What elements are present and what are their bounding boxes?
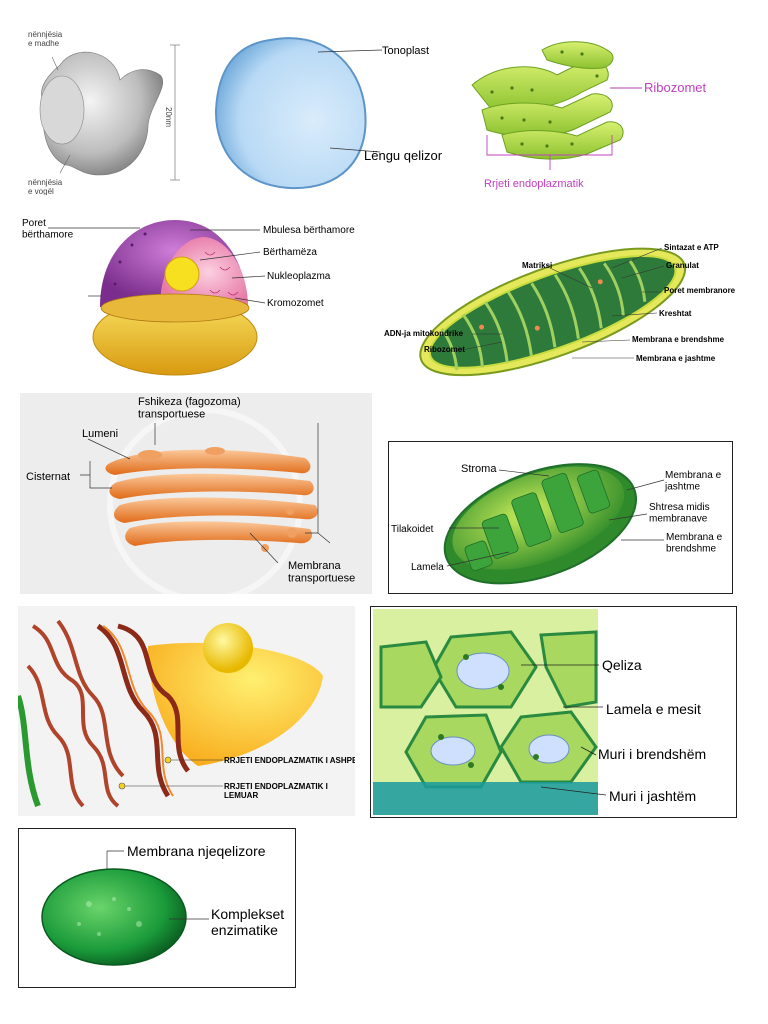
rough-er-shape: [96, 623, 191, 798]
er-nucleus-shape: [203, 623, 253, 673]
middle-lamella-label: Lamela e mesit: [606, 701, 701, 717]
thylakoids-label: Tilakoidet: [391, 524, 434, 535]
cristae-label: Kreshtat: [659, 309, 692, 318]
nucleolus-shape: [164, 256, 200, 292]
mitochondrion-diagram: Matriksi Sintazat e ATP Granulat Poret m…: [384, 243, 736, 377]
tonoplast-label: Tonoplast: [382, 45, 429, 57]
golgi-vesicle-label: Fshikeza (fagozoma)transportuese: [138, 396, 241, 421]
smooth-er-shape: [26, 619, 125, 808]
inner-membrane-label: Membrana e brendshme: [632, 335, 725, 344]
stroma-label: Stroma: [461, 463, 497, 475]
er-cell-panel: RRJETI ENDOPLAZMATIK I ASHPER RRJETI END…: [18, 606, 355, 816]
outer-membrane-label: Membrana e jashtme: [636, 354, 716, 363]
vacuole-diagram: Tonoplast Lëngu qelizor: [214, 37, 443, 190]
cisternae-label: Cisternat: [26, 471, 70, 483]
granules-label: Granulat: [666, 261, 699, 270]
ribosome-size-label: 20nm: [164, 107, 173, 127]
nucleoplasm-label: Nukleoplazma: [267, 271, 331, 282]
rough-er-label: RRJETI ENDOPLAZMATIK I ASHPER: [224, 756, 355, 765]
plant-tissue-panel: Qeliza Lamela e mesit Muri i brendshëm M…: [370, 606, 737, 818]
mito-ribosomes-label: Ribozomet: [424, 345, 465, 354]
chromosomes-label: Kromozomet: [267, 298, 324, 309]
atp-synthase-label: Sintazat e ATP: [664, 243, 719, 252]
er-top-diagram: Ribozomet Rrjeti endoplazmatik: [471, 41, 707, 190]
vacuole-panel: Tonoplast Lëngu qelizor: [210, 30, 450, 195]
er-top-panel: Ribozomet Rrjeti endoplazmatik: [462, 30, 742, 200]
membrane-pores-label: Poret membranore: [664, 286, 736, 295]
golgi-stack: [105, 447, 318, 552]
er-cell-diagram: RRJETI ENDOPLAZMATIK I ASHPER RRJETI END…: [18, 619, 355, 808]
plant-cell-label: Qeliza: [602, 657, 642, 673]
nucleolus-label: Bërthamëza: [263, 247, 317, 258]
er-folds: [471, 41, 624, 160]
cytoplasm-shape: [148, 642, 323, 766]
ribosome-small-subunit-shape: [39, 75, 85, 145]
er-ribosomes-label: Ribozomet: [644, 80, 707, 95]
mt-dna-label: ADN-ja mitokondrike: [384, 329, 464, 338]
mitochondrion-panel: Matriksi Sintazat e ATP Granulat Poret m…: [382, 230, 752, 380]
matrix-label: Matriksi: [522, 261, 552, 270]
microbody-shape: [41, 868, 187, 966]
cell-sap-label: Lëngu qelizor: [364, 148, 443, 163]
single-membrane-label: Membrana njeqelizore: [127, 843, 266, 859]
lamella-label: Lamela: [411, 562, 444, 573]
vacuole-shape: [214, 37, 367, 190]
outer-wall-label: Muri i jashtëm: [609, 788, 696, 804]
golgi-panel: Fshikeza (fagozoma)transportuese Lumeni …: [20, 393, 372, 594]
golgi-diagram: Fshikeza (fagozoma)transportuese Lumeni …: [26, 396, 355, 594]
lumen-label: Lumeni: [82, 428, 118, 440]
nuclear-envelope-label: Mbulesa bërthamore: [263, 225, 355, 236]
plant-tissue-diagram: Qeliza Lamela e mesit Muri i brendshëm M…: [373, 609, 706, 815]
er-label: Rrjeti endoplazmatik: [484, 178, 584, 190]
mito-inner-shape: [428, 255, 677, 369]
inner-wall-label: Muri i brendshëm: [598, 746, 706, 762]
